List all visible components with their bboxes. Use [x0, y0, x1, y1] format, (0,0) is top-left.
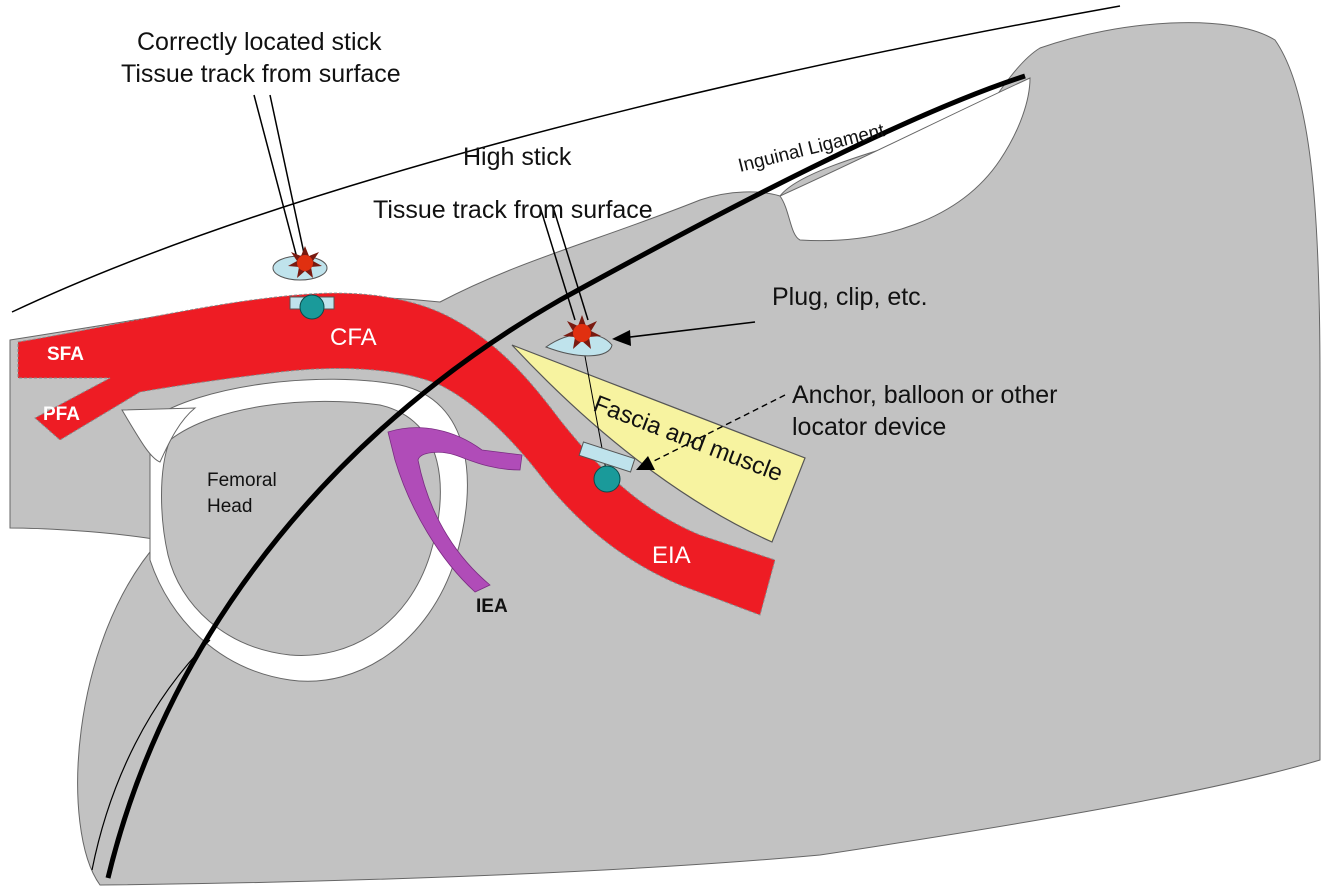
- high-plug-pad: [544, 333, 613, 357]
- high-anchor-bar: [578, 441, 636, 473]
- anchor-arrow-head: [636, 456, 655, 470]
- eia-label: EIA: [652, 542, 691, 569]
- correct-needle-line-1: [253, 94, 298, 259]
- femoral-head-label-1: Femoral: [207, 470, 277, 491]
- high-stick-label-1: High stick: [463, 143, 572, 171]
- high-anchor-disc-icon: [593, 465, 621, 493]
- correct-anchor-disc-icon: [299, 294, 325, 320]
- sfa-label: SFA: [47, 344, 84, 365]
- white-notch: [779, 77, 1031, 242]
- iea-label: IEA: [476, 596, 508, 617]
- iea-vessel: [387, 427, 523, 593]
- white-wedge: [121, 407, 197, 463]
- correct-plug-star-icon: [288, 246, 322, 278]
- femoral-head: [161, 400, 441, 656]
- fascia-muscle: [511, 344, 806, 543]
- anchor-label-1: Anchor, balloon or other: [792, 381, 1057, 409]
- plug-arrow-head: [612, 330, 631, 346]
- high-needle-line-1: [540, 209, 576, 321]
- high-plug-star-icon: [563, 315, 601, 349]
- high-needle-line-2: [553, 209, 589, 321]
- thin-outline-line: [91, 639, 211, 871]
- femoral-head-label-2: Head: [207, 496, 252, 517]
- plug-arrow-line: [621, 321, 756, 339]
- correct-needle-line-2: [269, 94, 306, 259]
- plug-label: Plug, clip, etc.: [772, 283, 928, 311]
- pfa-label: PFA: [43, 404, 80, 425]
- high-stick-label-2: Tissue track from surface: [373, 196, 653, 224]
- cfa-label: CFA: [330, 324, 377, 351]
- anchor-arrow-line: [643, 394, 786, 467]
- skin-surface-line: [11, 5, 1121, 313]
- anchor-label-2: locator device: [792, 413, 946, 441]
- correct-stick-label-1: Correctly located stick: [137, 28, 382, 56]
- correct-stick-label-2: Tissue track from surface: [121, 60, 401, 88]
- inguinal-ligament-line: [105, 73, 1026, 879]
- artery-sfa-cfa-eia: [17, 292, 776, 616]
